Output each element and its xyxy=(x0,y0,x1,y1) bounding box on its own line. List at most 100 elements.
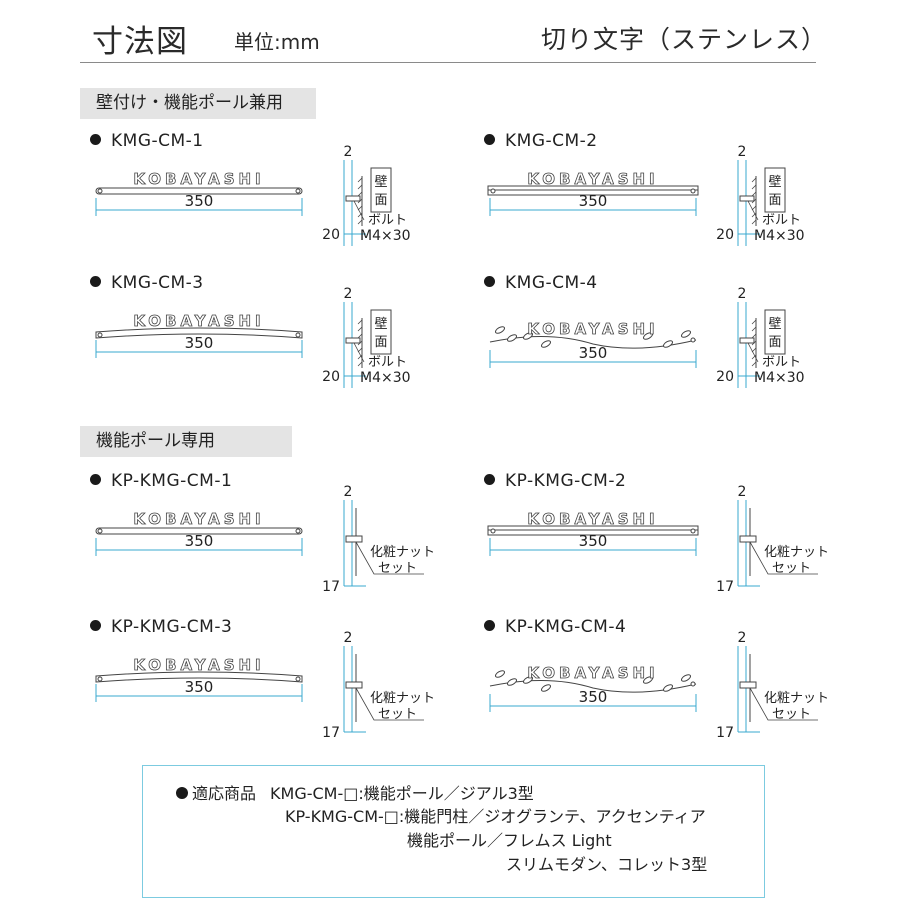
wall-label-2: 面 xyxy=(374,335,387,350)
bar-shape xyxy=(95,327,303,339)
depth-value: 17 xyxy=(322,725,340,741)
unit-label: 単位:mm xyxy=(234,30,320,54)
nut-shape xyxy=(739,681,757,689)
bolt-shape xyxy=(739,337,755,344)
bar-shape xyxy=(95,527,303,535)
model-code: KMG-CM-4 xyxy=(505,273,598,293)
front-view-6: KOBAYASHI 350 xyxy=(487,510,699,556)
nut-label-2: セット xyxy=(772,561,811,576)
model-code: KMG-CM-1 xyxy=(111,131,204,151)
nut-label: 化粧ナット xyxy=(370,545,435,560)
model-name-7: KP-KMG-CM-3 xyxy=(90,617,232,637)
nut-label-2: セット xyxy=(378,561,417,576)
wall-label: 壁 xyxy=(374,317,387,332)
nameplate-text: KOBAYASHI xyxy=(133,510,264,528)
product-type: 切り文字（ステンレス） xyxy=(541,25,828,54)
nameplate-text: KOBAYASHI xyxy=(527,170,658,188)
nut-shape xyxy=(345,681,363,689)
bullet-icon xyxy=(90,276,101,287)
thickness-value: 2 xyxy=(344,144,353,160)
front-view-7: KOBAYASHI 350 xyxy=(95,656,303,702)
compat-line-3: 機能ポール／フレムス Light xyxy=(407,831,612,850)
section-header-pole-only: 機能ポール専用 xyxy=(80,426,292,457)
bolt-size: M4×30 xyxy=(754,228,805,244)
compatibility-box xyxy=(142,765,765,898)
bolt-shape xyxy=(345,195,361,202)
model-name-8: KP-KMG-CM-4 xyxy=(484,617,626,637)
compat-line-2: KP-KMG-CM-□:機能門柱／ジオグランテ、アクセンティア xyxy=(285,803,706,827)
depth-value: 20 xyxy=(322,369,340,385)
depth-value: 17 xyxy=(322,579,340,595)
nameplate-text: KOBAYASHI xyxy=(133,656,264,674)
bar-shape xyxy=(95,187,303,195)
compat-desc-2: :機能門柱／ジオグランテ、アクセンティア xyxy=(398,807,706,826)
width-value: 350 xyxy=(579,344,608,362)
width-value: 350 xyxy=(185,192,214,210)
model-code: KP-KMG-CM-3 xyxy=(111,617,233,637)
bolt-label: ボルト xyxy=(368,213,407,228)
bullet-icon xyxy=(90,134,101,145)
width-value: 350 xyxy=(185,532,214,550)
thickness-value: 2 xyxy=(738,630,747,646)
compat-line-4: スリムモダン、コレット3型 xyxy=(506,855,708,874)
model-code: KP-KMG-CM-2 xyxy=(505,471,627,491)
bullet-icon xyxy=(176,787,188,799)
width-value: 350 xyxy=(579,688,608,706)
model-name-5: KP-KMG-CM-1 xyxy=(90,471,232,491)
compat-code-1: KMG-CM-□ xyxy=(270,784,359,803)
thickness-value: 2 xyxy=(738,286,747,302)
bolt-size: M4×30 xyxy=(754,370,805,386)
model-name-1: KMG-CM-1 xyxy=(90,131,204,151)
wall-label-2: 面 xyxy=(768,335,781,350)
front-view-2: KOBAYASHI 350 xyxy=(487,170,699,216)
bullet-icon xyxy=(484,276,495,287)
width-value: 350 xyxy=(185,678,214,696)
bolt-size: M4×30 xyxy=(360,370,411,386)
front-view-8: KOBAYASHI 350 xyxy=(489,664,697,712)
thickness-value: 2 xyxy=(738,144,747,160)
depth-value: 20 xyxy=(716,227,734,243)
bolt-size: M4×30 xyxy=(360,228,411,244)
model-code: KMG-CM-2 xyxy=(505,131,598,151)
bolt-label: ボルト xyxy=(368,355,407,370)
model-code: KP-KMG-CM-4 xyxy=(505,617,627,637)
compat-desc-1: :機能ポール／ジアル3型 xyxy=(358,784,534,803)
thickness-value: 2 xyxy=(738,484,747,500)
model-name-2: KMG-CM-2 xyxy=(484,131,598,151)
depth-value: 20 xyxy=(716,369,734,385)
page-title: 寸法図 xyxy=(92,24,188,60)
thickness-value: 2 xyxy=(344,484,353,500)
width-value: 350 xyxy=(579,532,608,550)
thickness-value: 2 xyxy=(344,286,353,302)
nut-label-2: セット xyxy=(772,707,811,722)
wall-label: 壁 xyxy=(768,317,781,332)
nameplate-text: KOBAYASHI xyxy=(527,664,658,682)
bolt-shape xyxy=(739,195,755,202)
bullet-icon xyxy=(90,474,101,485)
title-divider xyxy=(80,62,816,63)
model-code: KP-KMG-CM-1 xyxy=(111,471,233,491)
bar-shape xyxy=(95,671,303,683)
bullet-icon xyxy=(484,620,495,631)
depth-value: 17 xyxy=(716,579,734,595)
thickness-value: 2 xyxy=(344,630,353,646)
nut-shape xyxy=(739,535,757,543)
model-code: KMG-CM-3 xyxy=(111,273,204,293)
bolt-label: ボルト xyxy=(762,213,801,228)
wall-label: 壁 xyxy=(768,175,781,190)
nameplate-text: KOBAYASHI xyxy=(527,510,658,528)
width-value: 350 xyxy=(185,334,214,352)
width-value: 350 xyxy=(579,192,608,210)
nut-label: 化粧ナット xyxy=(764,545,829,560)
section-header-wall-pole: 壁付け・機能ポール兼用 xyxy=(80,88,316,119)
wall-label-2: 面 xyxy=(768,193,781,208)
